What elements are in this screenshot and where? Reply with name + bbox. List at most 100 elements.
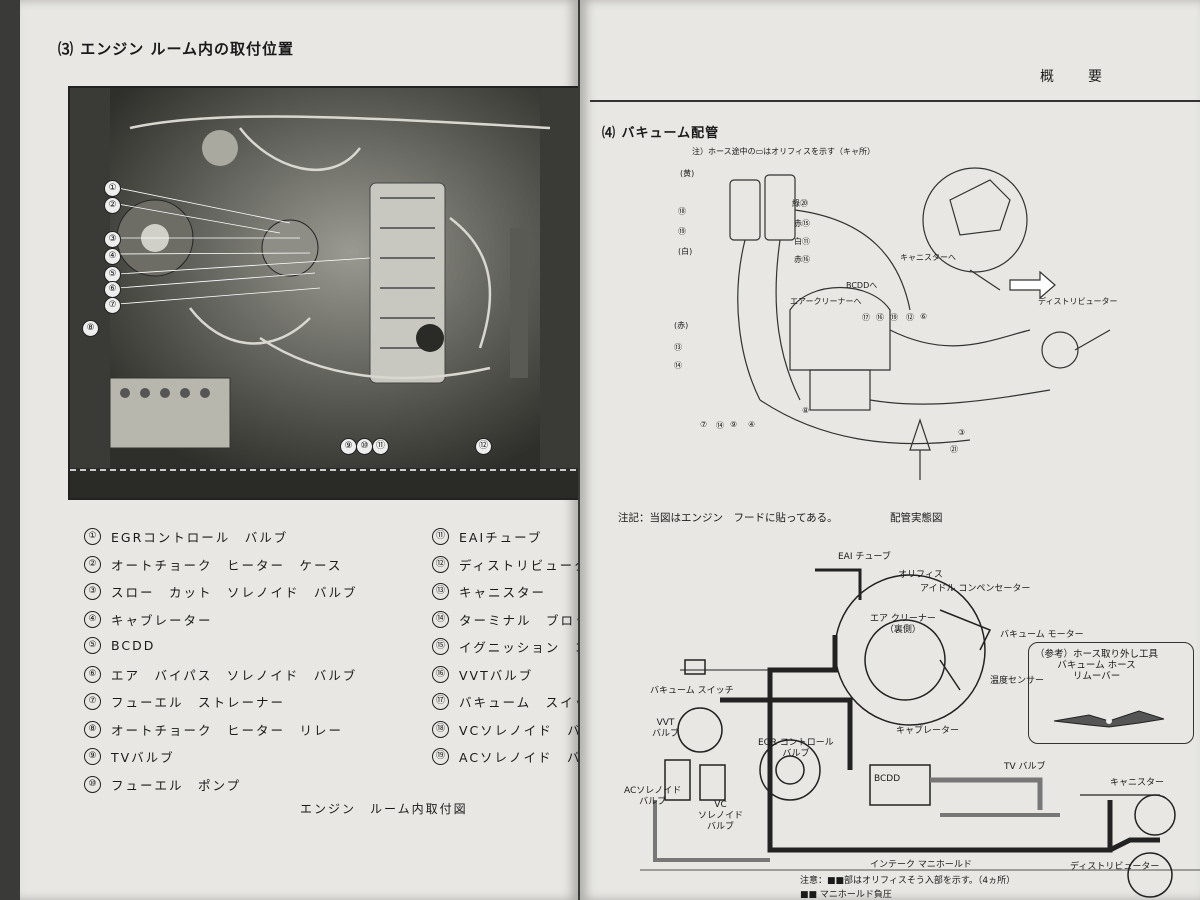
intake-manifold-label: インテーク マニホールド <box>870 860 972 870</box>
upper-caption: 配管実態図 <box>890 512 943 524</box>
legend-number: ⑲ <box>432 748 449 765</box>
legend-text: EGRコントロール バルブ <box>111 530 289 545</box>
egr-valve-label: EGR コントロール バルブ <box>758 738 834 759</box>
legend-number: ⑱ <box>432 720 449 738</box>
eai-tube-label: EAI チューブ <box>838 552 891 562</box>
hose-tag: ③ <box>958 428 966 437</box>
vacuum-switch-label: バキューム スイッチ <box>650 686 734 696</box>
callout-7: ⑦ <box>104 297 121 314</box>
vacuum-piping-drawing <box>729 167 1111 480</box>
hose-tag: ⑯ <box>876 313 884 322</box>
hose-tag: 綠⑳ <box>792 199 808 208</box>
legend-text: スロー カット ソレノイド バルブ <box>111 585 358 600</box>
legend-text: フューエル ポンプ <box>111 777 242 793</box>
air-cleaner-back-label: エア クリーナー （裏側） <box>870 614 936 635</box>
reference-tool-box: （参考）ホース取り外し工具 バキューム ホース リムーバー <box>1028 642 1194 744</box>
legend-number: ⑯ <box>432 665 449 683</box>
page-header: 概 要 <box>1040 69 1104 85</box>
hose-tag: 赤⑮ <box>794 219 810 228</box>
hose-tag: ⑬ <box>674 343 682 352</box>
vc-solenoid-label: VC ソレノイド バルブ <box>698 800 744 832</box>
air-cleaner-label: エアークリーナーへ <box>790 297 862 306</box>
distributor-label-lower: ディストリビューター <box>1070 862 1160 872</box>
tv-valve-label: TV バルブ <box>1004 762 1046 772</box>
section-heading: ⑷ バキューム配管 <box>602 126 720 141</box>
legend-text: キャブレーター <box>111 612 213 628</box>
callout-10: ⑩ <box>356 438 373 455</box>
hose-tag: ㉑ <box>950 445 958 454</box>
legend-item: ① EGRコントロール バルブ <box>84 527 288 546</box>
legend-number: ③ <box>84 583 101 600</box>
legend-text: オートチョーク ヒーター ケース <box>111 557 343 573</box>
section-heading: ⑶ エンジン ルーム内の取付位置 <box>58 40 294 58</box>
left-page: ⑶ エンジン ルーム内の取付位置 <box>20 0 578 900</box>
callout-4: ④ <box>104 248 121 265</box>
legend-text: オートチョーク ヒーター リレー <box>111 722 344 738</box>
hose-note: 注）ホース途中の▭はオリフィスを示す（キャ所） <box>692 147 875 156</box>
figure-caption: エンジン ルーム内取付図 <box>300 802 468 816</box>
orifice-label: オリフィス <box>898 570 943 580</box>
callout-6: ⑥ <box>104 281 121 298</box>
hose-tag: ⑨ <box>730 420 738 429</box>
legend-number: ⑥ <box>84 665 101 683</box>
legend-number: ⑰ <box>432 693 449 710</box>
carburetor-label: キャブレーター <box>896 726 960 736</box>
callout-1: ① <box>104 180 121 197</box>
hose-tag: ⑧ <box>802 406 810 415</box>
legend-number: ⑭ <box>432 610 449 628</box>
legend-item: ⑨ TVバルブ <box>84 747 175 766</box>
legend-number: ⑬ <box>432 583 449 600</box>
hose-tag: (白) <box>678 247 693 256</box>
legend-item: ⑦ フューエル ストレーナー <box>84 692 285 711</box>
legend-item: ⑧ オートチョーク ヒーター リレー <box>84 720 343 739</box>
hose-tag: ⑱ <box>678 207 686 216</box>
callout-11: ⑪ <box>372 438 389 455</box>
legend-text: ターミナル ブロック <box>459 612 578 628</box>
legend-text: VVTバルブ <box>459 667 534 683</box>
legend-text: キャニスター <box>459 585 547 600</box>
hose-tag: ⑰ <box>862 313 870 322</box>
vacuum-motor-label: バキューム モーター <box>1000 630 1084 640</box>
legend-text: フューエル ストレーナー <box>111 695 286 710</box>
callout-12: ⑫ <box>475 438 492 455</box>
hose-tag: 赤⑯ <box>794 255 810 264</box>
legend-text: ディストリビューター <box>459 557 578 573</box>
legend-number: ⑦ <box>84 693 101 710</box>
hose-tag: ⑫ <box>906 313 914 322</box>
callout-3: ③ <box>104 231 121 248</box>
legend-number: ① <box>84 528 101 545</box>
canister-label: キャニスターへ <box>900 253 956 262</box>
manifold-note: ■■ マニホールド負圧 <box>800 890 892 900</box>
ac-solenoid-label: ACソレノイド バルブ <box>624 786 682 807</box>
legend-number: ⑩ <box>84 775 101 793</box>
legend-text: EAIチューブ <box>459 530 543 545</box>
orifice-note: 注意：■■部はオリフィスそう入部を示す。（4ヵ所） <box>800 876 1016 886</box>
hose-tag: ⑭ <box>674 361 682 370</box>
legend-item: ③ スロー カット ソレノイド バルブ <box>84 582 358 601</box>
engine-room-image <box>70 88 578 498</box>
legend-number: ⑫ <box>432 555 449 573</box>
hose-tag: ⑥ <box>920 312 928 321</box>
vvt-valve-label: VVT バルブ <box>652 718 680 739</box>
hose-tag: ⑲ <box>890 313 898 322</box>
hose-tag: 白⑪ <box>794 237 810 246</box>
legend-item: ⑭ ターミナル ブロック <box>432 610 578 629</box>
legend-number: ⑮ <box>432 638 449 655</box>
legend-item: ⑩ フューエル ポンプ <box>84 775 241 794</box>
hose-tag: ④ <box>748 420 756 429</box>
hose-tag: (黄) <box>680 169 695 178</box>
legend-number: ⑨ <box>84 748 101 765</box>
legend-number: ⑧ <box>84 720 101 738</box>
hose-tag: ⑭ <box>716 421 724 430</box>
bcdd-label: BCDDへ <box>846 281 878 290</box>
hose-remover-icon <box>1053 710 1165 728</box>
legend-text: TVバルブ <box>111 750 175 765</box>
legend-number: ④ <box>84 610 101 628</box>
callout-2: ② <box>104 197 121 214</box>
canister-label-lower: キャニスター <box>1110 778 1165 788</box>
hood-note: 注記：当図はエンジン フードに貼ってある。 <box>618 512 838 524</box>
idle-compensator-label: アイドル コンペンセーター <box>920 584 1031 594</box>
